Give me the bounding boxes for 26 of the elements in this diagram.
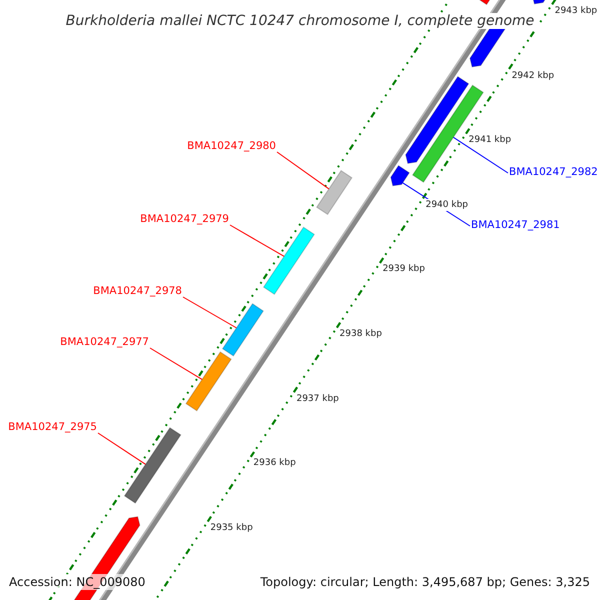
scale-label: 2936 kbp: [253, 457, 296, 470]
gene-label: BMA10247_2981: [471, 218, 560, 232]
gene-bar: [124, 427, 182, 504]
gene-label: BMA10247_2977: [60, 335, 149, 349]
gene-bar: [185, 351, 232, 412]
gene-bar: [222, 303, 264, 357]
scale-label: 2935 kbp: [210, 522, 253, 534]
gene-label: BMA10247_2975: [8, 420, 97, 434]
scale-label: 2942 kbp: [512, 70, 554, 82]
scale-label: 2940 kbp: [426, 198, 468, 211]
gene-bar: [316, 170, 353, 216]
scale-label: 2943 kbp: [554, 4, 598, 17]
footer-text: Topology: circular; Length: 3,495,687 bp; Genes: 3,325: [260, 574, 590, 590]
leader-line: [276, 152, 330, 190]
leader-line: [98, 432, 146, 465]
gene-bar: [262, 226, 315, 295]
scale-label: 2938 kbp: [340, 328, 382, 340]
gene-label: BMA10247_2980: [187, 139, 276, 153]
gene-label: BMA10247_2978: [93, 284, 182, 298]
footer-text: Accession: NC_009080: [9, 574, 146, 590]
gene-label: BMA10247_2982: [509, 165, 598, 179]
gene-label: BMA10247_2979: [140, 212, 229, 226]
scale-label: 2937 kbp: [296, 392, 339, 405]
scale-label: 2939 kbp: [382, 263, 425, 276]
leader-line: [230, 224, 285, 257]
scale-label: 2941 kbp: [468, 134, 512, 146]
